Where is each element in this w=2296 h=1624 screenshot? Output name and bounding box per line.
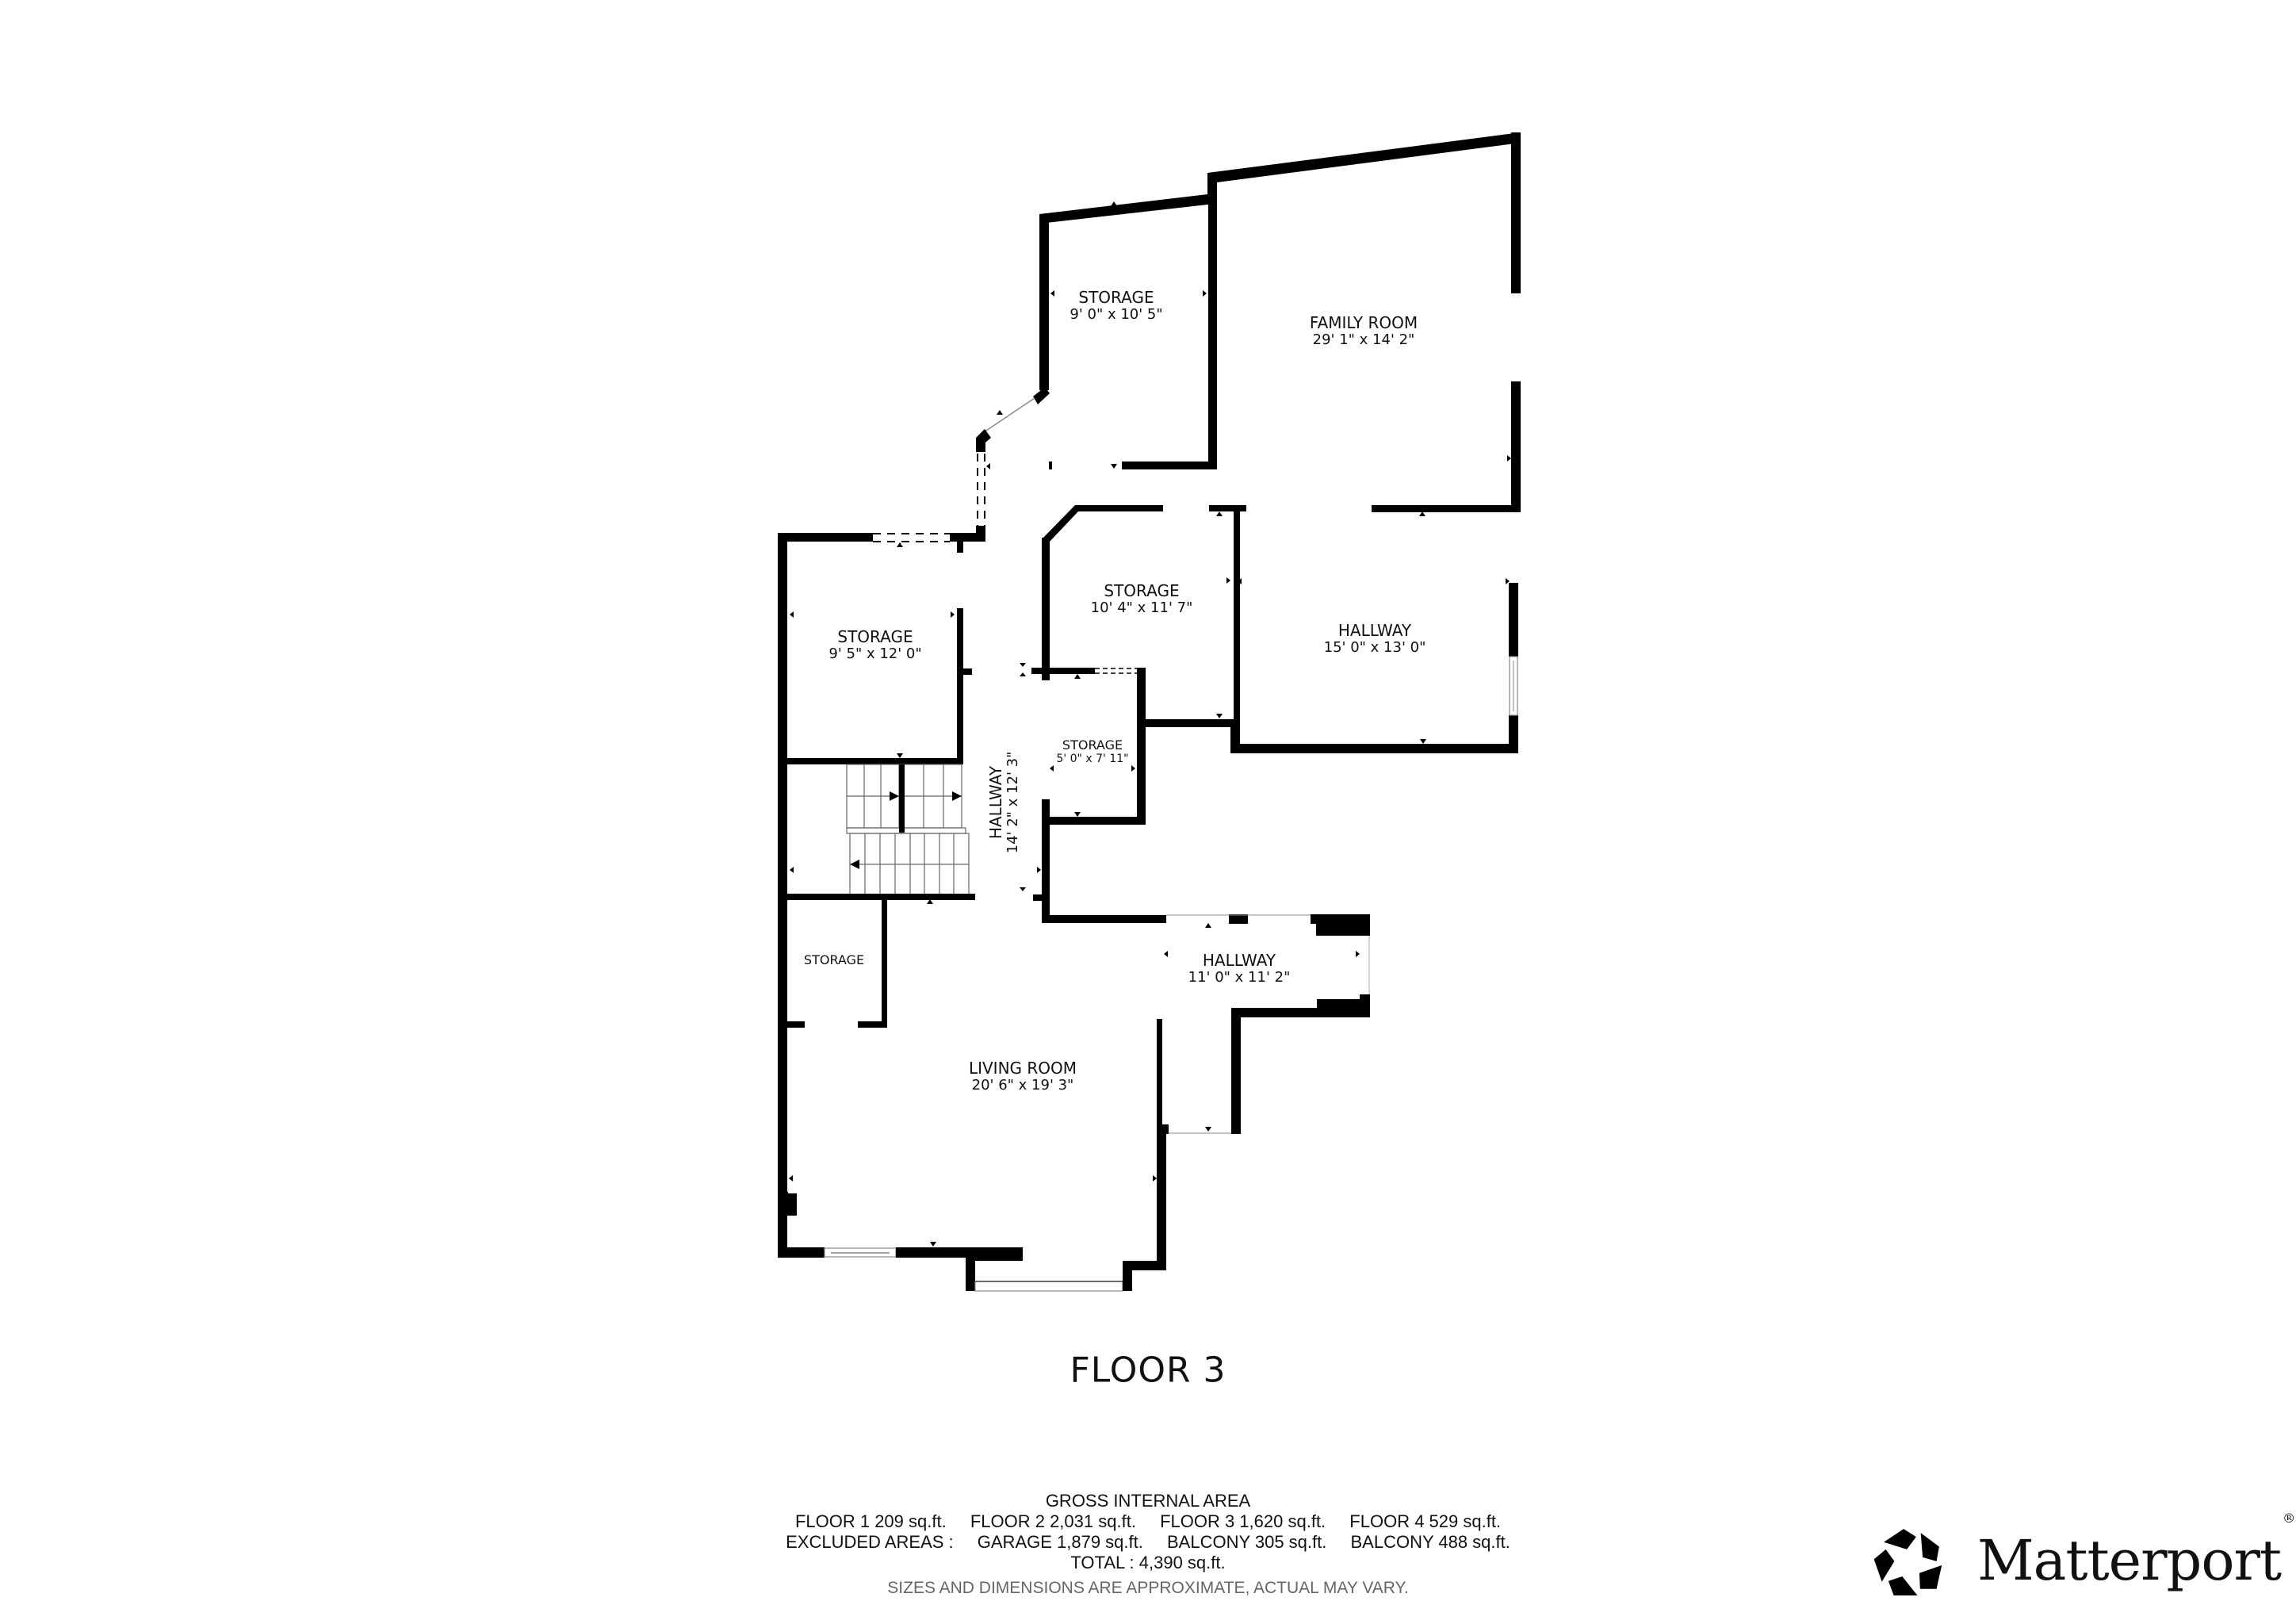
disclaimer: SIZES AND DIMENSIONS ARE APPROXIMATE, AC…	[887, 1579, 1409, 1597]
room-name: FAMILY ROOM	[1309, 313, 1418, 333]
summary-heading: GROSS INTERNAL AREA	[1045, 1491, 1251, 1511]
wall-storage-c-bottom	[787, 758, 963, 764]
room-dimensions: 20' 6" x 19' 3"	[971, 1077, 1074, 1094]
matterport-logo-icon	[1873, 1529, 1942, 1596]
floor-2-area: FLOOR 2 2,031 sq.ft.	[970, 1511, 1136, 1531]
room-name: HALLWAY	[1202, 951, 1276, 971]
room-name: HALLWAY	[1337, 621, 1412, 641]
room-storage-e: STORAGE	[803, 952, 865, 967]
room-storage-c: STORAGE 9' 5" x 12' 0"	[828, 628, 921, 663]
wall-family-bottom-right	[1372, 505, 1521, 512]
wall-family-right-upper	[1511, 132, 1521, 293]
room-dimensions: 9' 0" x 10' 5"	[1070, 306, 1163, 324]
excluded-balcony-1: BALCONY 305 sq.ft.	[1167, 1532, 1327, 1552]
room-dimensions: 5' 0" x 7' 11"	[1056, 753, 1129, 766]
room-name: LIVING ROOM	[968, 1059, 1077, 1078]
room-name: STORAGE	[1078, 288, 1154, 308]
stairs	[846, 764, 970, 895]
wall-living-right	[1157, 1134, 1166, 1270]
wall-storage-b-chamfer	[1042, 505, 1083, 542]
floor-4-area: FLOOR 4 529 sq.ft.	[1349, 1511, 1502, 1531]
room-hallway-a: HALLWAY 15' 0" x 13' 0"	[1324, 622, 1426, 657]
area-summary: GROSS INTERNAL AREA FLOOR 1 209 sq.ft. F…	[776, 1491, 1520, 1599]
room-hallway-b: HALLWAY 14' 2" x 12' 3"	[986, 751, 1022, 854]
wall-storage-a-right	[1208, 202, 1217, 469]
summary-total: TOTAL : 4,390 sq.ft.	[1070, 1553, 1226, 1572]
wall-family-right-lower	[1511, 381, 1521, 511]
floor-title: FLOOR 3	[1070, 1350, 1226, 1391]
summary-floors: FLOOR 1 209 sq.ft. FLOOR 2 2,031 sq.ft. …	[776, 1511, 1520, 1532]
excluded-balcony-2: BALCONY 488 sq.ft.	[1350, 1532, 1510, 1552]
wall-diag-stub	[1033, 387, 1050, 404]
room-dimensions: 9' 5" x 12' 0"	[828, 645, 922, 663]
room-name: STORAGE	[803, 952, 865, 967]
stair-arrow-1	[890, 791, 899, 801]
wall-family-right-hallway	[1509, 583, 1518, 657]
stair-arrow-2	[952, 791, 962, 801]
room-dimensions: 15' 0" x 13' 0"	[1323, 639, 1426, 657]
floor-3-area: FLOOR 3 1,620 sq.ft.	[1160, 1511, 1326, 1531]
room-name: STORAGE	[1062, 737, 1123, 753]
excluded-garage: GARAGE 1,879 sq.ft.	[977, 1532, 1143, 1552]
room-dimensions: 29' 1" x 14' 2"	[1312, 331, 1415, 349]
floor-1-area: FLOOR 1 209 sq.ft.	[794, 1511, 947, 1531]
wall-outer-left	[778, 533, 787, 1258]
room-storage-b: STORAGE 10' 4" x 11' 7"	[1091, 582, 1193, 617]
room-storage-a: STORAGE 9' 0" x 10' 5"	[1070, 289, 1162, 324]
wall-storage-a-top	[1039, 194, 1207, 224]
matterport-logo: Matterport®	[1873, 1511, 2295, 1603]
measurement-markers	[789, 201, 1511, 1247]
wall-storage-d-right	[1137, 668, 1146, 825]
wall-family-top	[1207, 132, 1521, 182]
wall-stairs-bottom	[787, 894, 975, 900]
stair-arrow-3	[850, 860, 859, 869]
room-dimensions: 14' 2" x 12' 3"	[1004, 751, 1022, 854]
wall-storage-a-left	[1039, 214, 1049, 390]
walls	[778, 132, 1521, 1292]
brand-name: Matterport®	[1977, 1511, 2295, 1593]
room-dimensions: 11' 0" x 11' 2"	[1188, 969, 1291, 986]
room-hallway-c: HALLWAY 11' 0" x 11' 2"	[1188, 952, 1291, 986]
wall-living-bottom-left	[778, 1247, 825, 1258]
room-family-room: FAMILY ROOM 29' 1" x 14' 2"	[1310, 314, 1418, 349]
room-living-room: LIVING ROOM 20' 6" x 19' 3"	[969, 1059, 1077, 1094]
stair-divider	[899, 764, 905, 833]
room-name: STORAGE	[1104, 581, 1180, 601]
summary-excluded: EXCLUDED AREAS : GARAGE 1,879 sq.ft. BAL…	[776, 1532, 1520, 1553]
dashed-wall-vertical	[977, 454, 985, 526]
room-name: STORAGE	[837, 627, 913, 647]
wall-storage-c-top	[778, 533, 873, 542]
registered-mark: ®	[2283, 1511, 2295, 1526]
wall-storage-b-right	[1234, 511, 1240, 753]
wall-hallway-c-top-left	[1042, 915, 1166, 923]
wall-storage-a-bottom	[1122, 462, 1217, 469]
room-dimensions: 10' 4" x 11' 7"	[1090, 599, 1193, 617]
room-storage-d: STORAGE 5' 0" x 7' 11"	[1056, 737, 1129, 766]
room-name: HALLWAY	[986, 765, 1006, 840]
excluded-label: EXCLUDED AREAS :	[786, 1532, 954, 1552]
